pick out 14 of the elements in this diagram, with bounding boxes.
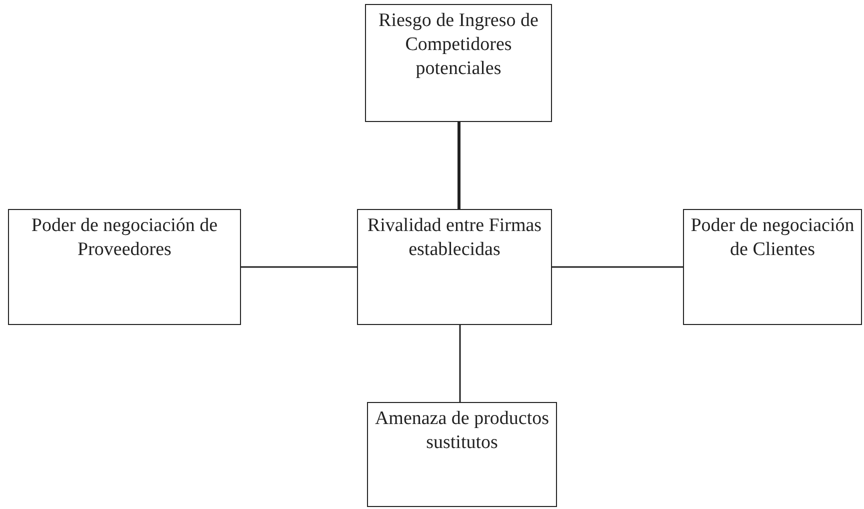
connector-line (241, 266, 357, 268)
process-box (365, 4, 552, 122)
box-label: Poder de negociación de Clientes (690, 214, 856, 262)
box-label: Poder de negociación de Proveedores (30, 214, 219, 262)
process-box (367, 402, 557, 507)
process-box (683, 209, 862, 325)
connector-line (459, 325, 461, 402)
box-label: Riesgo de Ingreso de Competidores potenciales (378, 9, 540, 81)
box-label: Rivalidad entre Firmas establecidas (366, 214, 543, 262)
connector-line (552, 266, 683, 268)
process-box (357, 209, 552, 325)
box-label: Amenaza de productos sustitutos (374, 407, 550, 455)
connector-line (458, 122, 460, 209)
process-box (8, 209, 241, 325)
